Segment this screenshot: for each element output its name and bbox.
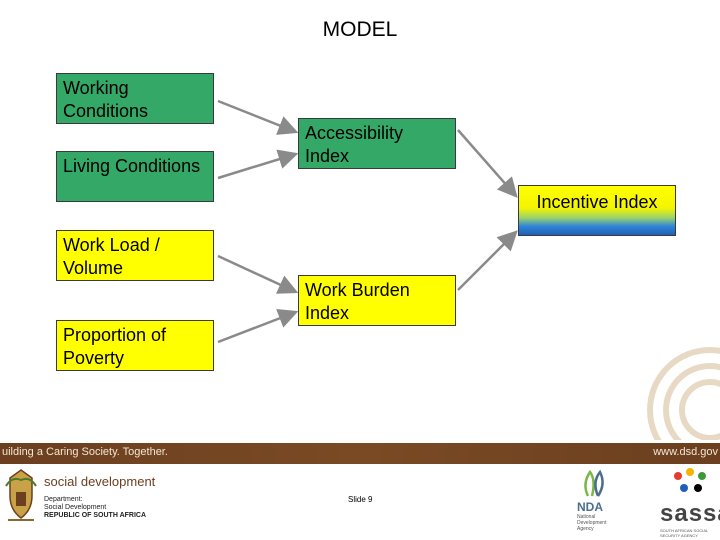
node-work-burden-index: Work Burden Index (298, 275, 456, 326)
arrow-workload-to-burden (217, 254, 299, 294)
footer-url: www.dsd.gov (653, 446, 718, 458)
dept-lines: Department: Social Development REPUBLIC … (44, 496, 146, 520)
arrow-poverty-to-burden (217, 308, 299, 344)
coat-of-arms-icon (5, 469, 37, 521)
node-accessibility-index: Accessibility Index (298, 118, 456, 169)
node-incentive-index: Incentive Index (518, 185, 676, 236)
nda-lines: National Development Agency (577, 514, 606, 532)
node-work-load-volume: Work Load / Volume (56, 230, 214, 281)
arrow-working-to-accessibility (217, 99, 299, 135)
dept-line: Department: (44, 496, 83, 503)
node-working-conditions: Working Conditions (56, 73, 214, 124)
footer-logos (0, 464, 720, 540)
dept-line: Social Development (44, 504, 107, 511)
nda-line: National (577, 514, 596, 520)
arrow-accessibility-to-incentive (457, 129, 518, 198)
footer-tagline: uilding a Caring Society. Together. (2, 446, 168, 458)
sassa-logo-icon (674, 468, 706, 492)
sassa-name: sassa (660, 500, 720, 527)
nda-logo-icon (584, 469, 604, 497)
slide-number: Slide 9 (348, 495, 373, 504)
nda-line: Agency (577, 526, 594, 532)
slide-title: MODEL (322, 18, 398, 41)
dept-line: REPUBLIC OF SOUTH AFRICA (44, 512, 147, 519)
node-proportion-of-poverty: Proportion of Poverty (56, 320, 214, 371)
arrow-burden-to-incentive (457, 230, 518, 291)
sassa-line: SOUTH AFRICAN SOCIAL SECURITY AGENCY (660, 528, 709, 538)
dept-name: social development (44, 474, 156, 489)
nda-name: NDA (577, 500, 603, 514)
arrow-living-to-accessibility (217, 149, 299, 180)
nda-line: Development (577, 520, 607, 526)
footer-banner: uilding a Caring Society. Together. www.… (0, 443, 720, 464)
decorative-swirl-icon (647, 347, 720, 440)
node-living-conditions: Living Conditions (56, 151, 214, 202)
